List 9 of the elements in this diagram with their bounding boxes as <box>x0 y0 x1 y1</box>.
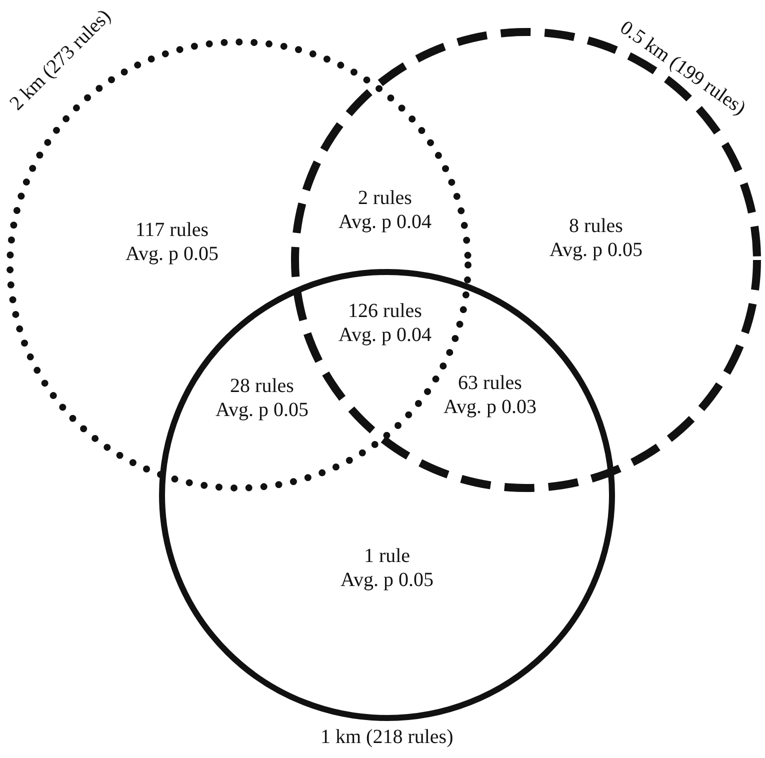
circle-label: 0.5 km (199 rules) <box>616 17 750 119</box>
circle-label: 1 km (218 rules) <box>320 727 454 747</box>
region-label: 2 rules Avg. p 0.04 <box>338 186 432 234</box>
region-label: 28 rules Avg. p 0.05 <box>214 374 310 422</box>
region-label: 63 rules Avg. p 0.03 <box>442 371 538 419</box>
region-label: 1 rule Avg. p 0.05 <box>340 544 434 592</box>
region-label: 126 rules Avg. p 0.04 <box>338 299 432 347</box>
region-label: 117 rules Avg. p 0.05 <box>124 218 220 266</box>
region-label: 8 rules Avg. p 0.05 <box>548 214 644 262</box>
